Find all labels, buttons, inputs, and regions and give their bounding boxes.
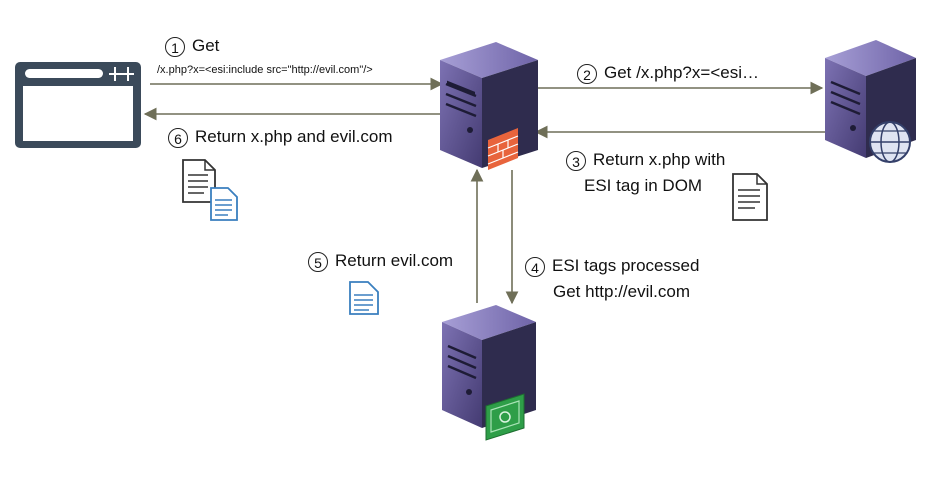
step-3-label: 3 Return x.php with xyxy=(566,150,725,171)
step-3-number: 3 xyxy=(566,151,586,171)
step-2-number: 2 xyxy=(577,64,597,84)
browser-window-icon xyxy=(15,62,141,148)
step-5-number: 5 xyxy=(308,252,328,272)
document-icon-esi xyxy=(732,173,768,221)
step-5-label: 5 Return evil.com xyxy=(308,251,453,272)
step-1-number: 1 xyxy=(165,37,185,57)
step-5-text: Return evil.com xyxy=(335,251,454,270)
document-icon xyxy=(182,159,216,203)
money-icon xyxy=(485,393,525,441)
globe-icon xyxy=(869,121,911,163)
step-2-text: Get /x.php?x=<esi… xyxy=(604,63,759,82)
step-1-url: /x.php?x=<esi:include src="http://evil.c… xyxy=(157,64,373,76)
step-6-text: Return x.php and evil.com xyxy=(195,127,393,146)
step-4-line1: ESI tags processed xyxy=(552,256,700,275)
step-6-number: 6 xyxy=(168,128,188,148)
document-blue-icon-evil xyxy=(349,281,379,315)
step-1-label: 1 Get xyxy=(165,36,219,57)
step-4-label: 4 ESI tags processed xyxy=(525,256,699,277)
step-3-line1: Return x.php with xyxy=(593,150,726,169)
step-4-line2: Get http://evil.com xyxy=(553,282,690,301)
attacker-server-icon xyxy=(442,305,536,428)
step-2-label: 2 Get /x.php?x=<esi… xyxy=(577,63,759,84)
document-blue-icon xyxy=(210,187,238,221)
step-6-label: 6 Return x.php and evil.com xyxy=(168,127,393,148)
step-3-line2: ESI tag in DOM xyxy=(584,176,703,195)
step-1-text: Get xyxy=(192,36,220,55)
step-4-number: 4 xyxy=(525,257,545,277)
firewall-icon xyxy=(487,128,519,170)
